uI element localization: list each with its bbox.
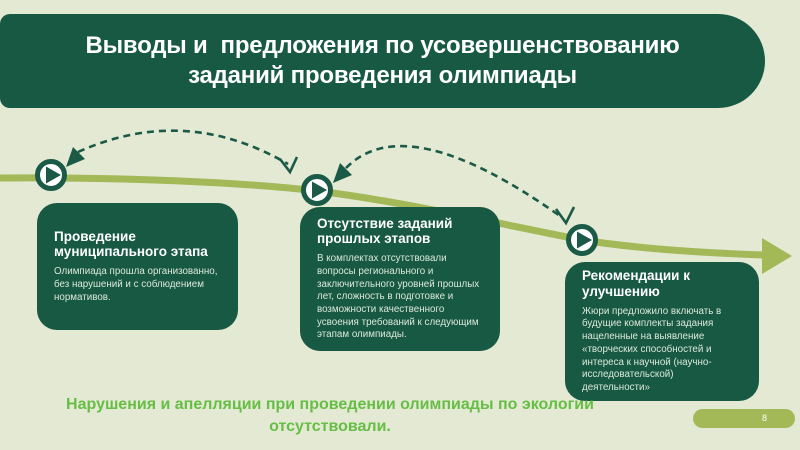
stage-card-missing-tasks: Отсутствие заданий прошлых этапов В комп… <box>300 207 500 351</box>
slide-title: Выводы и предложения по усовершенствован… <box>85 31 680 89</box>
footer-note: Нарушения и апелляции при проведении оли… <box>66 396 594 435</box>
stage-card-recommendations: Рекомендации к улучшению Жюри предложило… <box>565 262 759 401</box>
stage-card-body: Жюри предложило включать в будущие компл… <box>582 305 722 393</box>
connector-1-start-triangle-icon <box>66 147 85 167</box>
play-icon-2 <box>301 174 333 206</box>
stage-card-body: В комплектах отсутствовали вопросы регио… <box>317 253 480 341</box>
timeline-right-arrow-icon <box>762 238 792 274</box>
stage-card-body: Олимпиада прошла организованно, без нару… <box>54 266 218 303</box>
dashed-connector-2 <box>345 144 561 218</box>
stage-card-municipal: Проведение муниципального этапа Олимпиад… <box>37 203 238 330</box>
connector-2-start-triangle-icon <box>333 163 352 183</box>
page-number-pill: 8 <box>693 409 795 428</box>
play-icon-3 <box>566 224 598 256</box>
connector-1-arrowhead-icon <box>278 156 299 175</box>
connector-2-arrowhead-icon <box>554 206 576 226</box>
stage-card-title: Рекомендации к улучшению <box>582 268 690 299</box>
dashed-connector-1 <box>77 129 289 166</box>
page-number: 8 <box>761 413 767 423</box>
stage-card-title: Отсутствие заданий прошлых этапов <box>317 215 453 247</box>
stage-card-title: Проведение муниципального этапа <box>54 228 208 260</box>
play-icon-1 <box>35 159 67 191</box>
title-banner: Выводы и предложения по усовершенствован… <box>0 14 765 108</box>
